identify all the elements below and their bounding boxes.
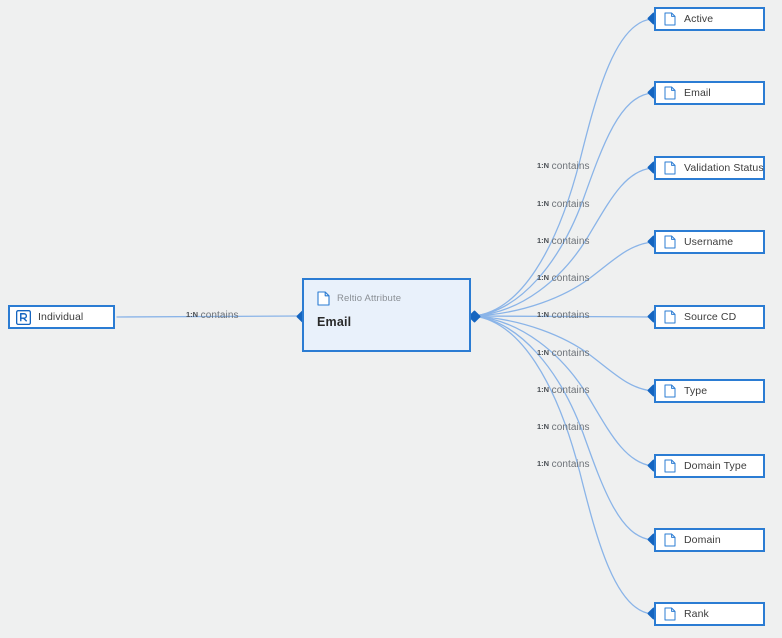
reltio-logo-icon — [16, 309, 31, 325]
edge-to-type[interactable] — [472, 315, 653, 392]
edge-cardinality: 1:N — [537, 348, 550, 357]
node-individual[interactable]: Individual — [8, 305, 115, 329]
edge-cardinality: 1:N — [537, 422, 550, 431]
edge-cardinality: 1:N — [537, 385, 550, 394]
node-attribute-source-cd[interactable]: Source CD — [654, 305, 765, 329]
edge-relation: contains — [551, 310, 590, 321]
edge-to-email[interactable] — [472, 92, 653, 317]
edge-to-domain-type[interactable] — [472, 315, 653, 467]
edge-relation: contains — [551, 422, 590, 433]
node-email-focus[interactable]: Reltio Attribute Email — [302, 278, 471, 352]
edge-cardinality: 1:N — [537, 199, 550, 208]
node-label: Username — [684, 236, 734, 248]
node-label: Active — [684, 13, 714, 25]
node-attribute-rank[interactable]: Rank — [654, 602, 765, 626]
node-label: Rank — [684, 608, 709, 620]
edge-to-validation-status[interactable] — [472, 167, 653, 317]
edge-cardinality: 1:N — [537, 310, 550, 319]
node-label: Validation Status — [684, 162, 764, 174]
edge-relation: contains — [200, 310, 239, 321]
document-icon — [664, 384, 676, 398]
edge-relation: contains — [551, 385, 590, 396]
document-icon — [317, 291, 330, 306]
document-icon — [664, 86, 676, 100]
edge-relation: contains — [551, 199, 590, 210]
node-label: Type — [684, 385, 708, 397]
edge-cardinality: 1:N — [537, 273, 550, 282]
node-label: Domain Type — [684, 460, 747, 472]
node-attribute-active[interactable]: Active — [654, 7, 765, 31]
edge-cardinality: 1:N — [186, 310, 199, 319]
edge-to-rank[interactable] — [472, 315, 653, 615]
focus-node-type: Reltio Attribute — [317, 291, 401, 306]
edge-relation: contains — [551, 273, 590, 284]
node-attribute-username[interactable]: Username — [654, 230, 765, 254]
edge-relation: contains — [551, 348, 590, 359]
node-label: Email — [684, 87, 711, 99]
document-icon — [664, 533, 676, 547]
node-attribute-domain[interactable]: Domain — [654, 528, 765, 552]
edge-cardinality: 1:N — [537, 236, 550, 245]
edge-relation: contains — [551, 459, 590, 470]
node-attribute-email[interactable]: Email — [654, 81, 765, 105]
edge-to-source-cd[interactable] — [472, 315, 653, 318]
edge-root-to-focus[interactable] — [116, 315, 301, 318]
edge-cardinality: 1:N — [537, 459, 550, 468]
node-label: Individual — [38, 311, 84, 323]
edge-to-domain[interactable] — [472, 315, 653, 541]
document-icon — [664, 235, 676, 249]
document-icon — [664, 310, 676, 324]
document-icon — [664, 607, 676, 621]
focus-node-type-label: Reltio Attribute — [337, 293, 402, 304]
document-icon — [664, 161, 676, 175]
document-icon — [664, 12, 676, 26]
node-attribute-validation-status[interactable]: Validation Status — [654, 156, 765, 180]
edge-relation: contains — [551, 161, 590, 172]
node-attribute-domain-type[interactable]: Domain Type — [654, 454, 765, 478]
edge-to-username[interactable] — [472, 241, 653, 317]
node-label: Source CD — [684, 311, 737, 323]
edge-to-active[interactable] — [472, 18, 653, 317]
edge-cardinality: 1:N — [537, 161, 550, 170]
document-icon — [664, 459, 676, 473]
edge-relation: contains — [551, 236, 590, 247]
focus-node-title: Email — [317, 315, 352, 329]
node-attribute-type[interactable]: Type — [654, 379, 765, 403]
node-label: Domain — [684, 534, 721, 546]
